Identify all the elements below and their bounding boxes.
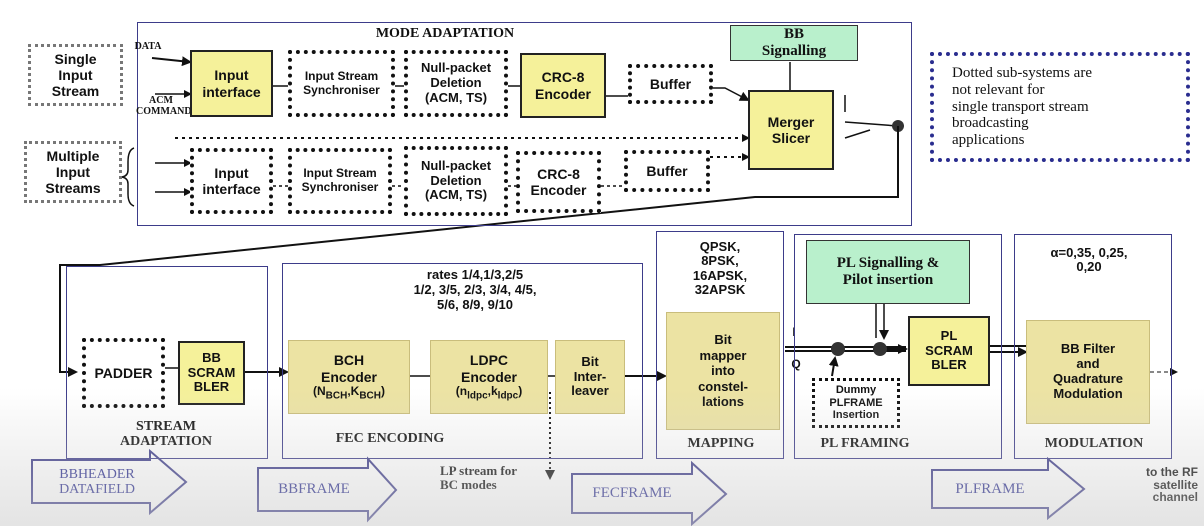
- rf-output-label: to the RF satellite channel: [1146, 465, 1198, 505]
- data-label: DATA: [134, 41, 162, 52]
- null-packet-deletion-block-2: Null-packet Deletion (ACM, TS): [404, 146, 508, 216]
- input-interface-block: Input interface: [190, 50, 273, 117]
- dummy-plframe-block: Dummy PLFRAME Insertion: [812, 378, 900, 428]
- bb-signalling-block: BB Signalling: [730, 25, 858, 61]
- data-arrow: [151, 56, 192, 67]
- input-interface-block-2: Input interface: [190, 148, 273, 214]
- crc8-encoder-block: CRC-8 Encoder: [520, 53, 606, 118]
- input-stream-synchroniser-block: Input Stream Synchroniser: [288, 50, 395, 117]
- multi-streams-brace: [121, 147, 135, 207]
- lp-stream-label: LP stream for BC modes: [440, 463, 518, 492]
- input-stream-synchroniser-block-2: Input Stream Synchroniser: [288, 148, 392, 214]
- alpha-values: α=0,35, 0,25, 0,20: [1050, 245, 1128, 274]
- bch-encoder-block: BCH Encoder (NBCH,KBCH): [288, 340, 410, 414]
- buffer-block: Buffer: [628, 64, 713, 104]
- mode-adaptation-group: [137, 22, 912, 226]
- dotted-subsystems-note: Dotted sub-systems are not relevant for …: [930, 52, 1190, 162]
- multiple-input-streams: Multiple Input Streams: [24, 141, 122, 203]
- note-text: Dotted sub-systems are not relevant for …: [952, 65, 1092, 149]
- conn-buf-merger: [713, 87, 750, 101]
- padder-block: PADDER: [82, 338, 165, 408]
- pl-signalling-block: PL Signalling & Pilot insertion: [806, 240, 970, 304]
- null-packet-deletion-block: Null-packet Deletion (ACM, TS): [404, 50, 508, 117]
- fec-rates-text: rates 1/4,1/3,2/5 1/2, 3/5, 2/3, 3/4, 4/…: [413, 267, 537, 312]
- acm-command-label: ACM COMMAND: [136, 95, 192, 117]
- single-input-stream: Single Input Stream: [28, 44, 123, 106]
- switch-arm: [844, 121, 899, 127]
- signalling-junction: [873, 342, 887, 356]
- bb-filter-block: BB Filter and Quadrature Modulation: [1026, 320, 1150, 424]
- bch-encoder-label: BCH Encoder: [320, 352, 377, 385]
- bch-params: (NBCH,KBCH): [312, 383, 385, 402]
- bit-interleaver-block: Bit Inter- leaver: [555, 340, 625, 414]
- conn-dummy-up: [828, 356, 839, 377]
- crc8-encoder-block-2: CRC-8 Encoder: [516, 151, 601, 213]
- dummy-junction: [831, 342, 845, 356]
- bb-scrambler-block: BB SCRAM BLER: [178, 341, 245, 405]
- ldpc-encoder-block: LDPC Encoder (nldpc,kldpc): [430, 340, 548, 414]
- switch-contact-bottom: [844, 129, 871, 139]
- bbframe-label: BBFRAME: [278, 481, 350, 497]
- buffer-block-2: Buffer: [624, 150, 710, 192]
- stream-adaptation-title: STREAM ADAPTATION: [119, 419, 213, 449]
- pl-framing-title: PL FRAMING: [820, 436, 910, 451]
- mapping-title: MAPPING: [687, 436, 755, 451]
- bbheader-datafield-label: BBHEADER DATAFIELD: [59, 467, 135, 497]
- modulation-title: MODULATION: [1044, 436, 1144, 451]
- pl-scrambler-block: PL SCRAM BLER: [908, 316, 990, 386]
- mode-adaptation-title: MODE ADAPTATION: [375, 26, 515, 41]
- ldpc-params: (nldpc,kldpc): [455, 383, 523, 402]
- fecframe-label: FECFRAME: [592, 485, 672, 501]
- ldpc-encoder-label: LDPC Encoder: [460, 352, 517, 385]
- fec-encoding-title: FEC ENCODING: [335, 431, 445, 446]
- q-label: Q: [791, 357, 801, 371]
- merger-slicer-block: Merger Slicer: [748, 90, 834, 170]
- plframe-label: PLFRAME: [955, 481, 1025, 497]
- conn-switch-down: [59, 126, 899, 377]
- constellations-text: QPSK, 8PSK, 16APSK, 32APSK: [692, 239, 748, 297]
- bit-mapper-block: Bit mapper into constel- lations: [666, 312, 780, 430]
